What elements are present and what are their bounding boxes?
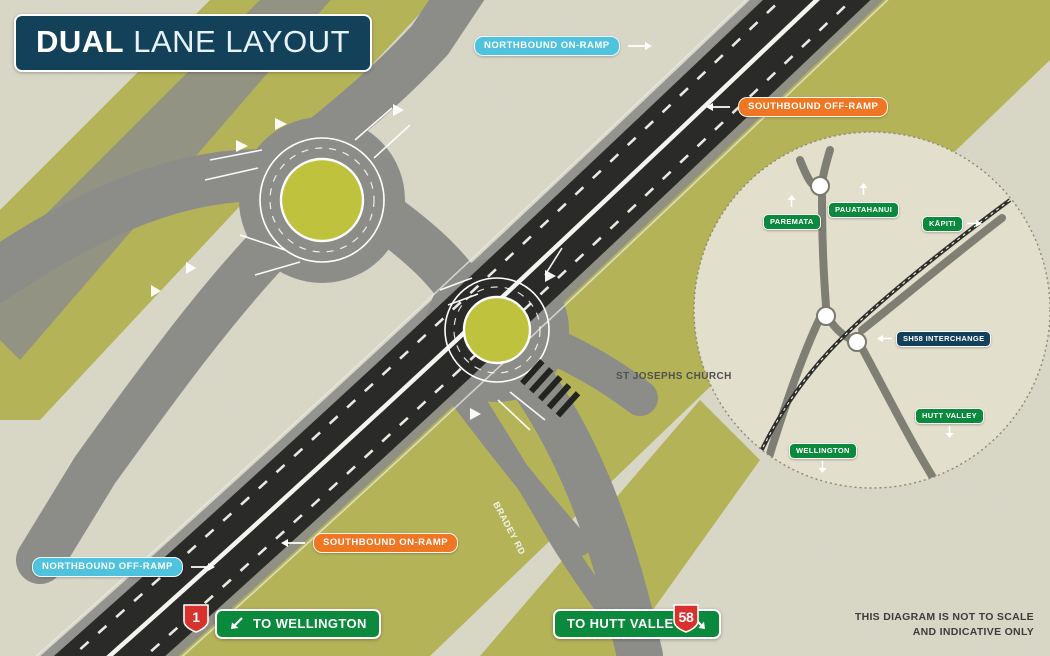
southbound-off-ramp-text: SOUTHBOUND OFF-RAMP	[738, 97, 889, 117]
pauatahanui-text: PAUATAHANUI	[828, 202, 900, 218]
to-wellington-text: TO WELLINGTON	[253, 616, 367, 631]
inset-label-paremata[interactable]: PAREMATA	[763, 195, 821, 230]
northbound-off-ramp-text: NORTHBOUND OFF-RAMP	[32, 557, 183, 577]
title-light: LANE LAYOUT	[124, 24, 351, 59]
roundabout-north	[151, 104, 411, 297]
label-st-josephs-church: ST JOSEPHS CHURCH	[616, 371, 732, 382]
label-northbound-on-ramp[interactable]: NORTHBOUND ON-RAMP	[474, 36, 653, 56]
paremata-text: PAREMATA	[763, 214, 821, 230]
sh58-shield-number: 58	[678, 609, 694, 625]
arrow-down-icon	[944, 425, 955, 443]
inset-label-sh58-interchange[interactable]: SH58 INTERCHANGE	[876, 330, 992, 348]
arrow-right-icon	[966, 215, 983, 233]
zebra-crossing	[520, 359, 581, 418]
bradey-road	[460, 382, 650, 656]
inset-label-wellington[interactable]: WELLINGTON	[789, 443, 857, 478]
arrow-up-icon	[858, 183, 869, 201]
sign-to-wellington[interactable]: TO WELLINGTON	[215, 609, 381, 639]
label-southbound-off-ramp[interactable]: SOUTHBOUND OFF-RAMP	[705, 97, 889, 117]
kapiti-text: KĀPITI	[922, 216, 963, 232]
sh58-shield: 58	[671, 602, 701, 634]
disclaimer-line-1: THIS DIAGRAM IS NOT TO SCALE	[854, 610, 1034, 623]
arrow-right-icon	[627, 40, 653, 52]
sh58-interchange-text: SH58 INTERCHANGE	[896, 331, 992, 347]
title-strong: DUAL	[36, 24, 125, 59]
page-title: DUAL LANE LAYOUT	[14, 14, 373, 72]
to-hutt-valley-text: TO HUTT VALLEY	[567, 616, 683, 631]
arrow-up-icon	[786, 195, 797, 213]
disclaimer-line-2: AND INDICATIVE ONLY	[912, 625, 1034, 638]
sh1-shield: 1	[181, 602, 211, 634]
arrow-left-icon	[705, 101, 731, 113]
southbound-on-ramp-text: SOUTHBOUND ON-RAMP	[313, 533, 459, 553]
label-southbound-on-ramp[interactable]: SOUTHBOUND ON-RAMP	[280, 533, 459, 553]
label-northbound-off-ramp[interactable]: NORTHBOUND OFF-RAMP	[32, 557, 216, 577]
arrow-right-icon	[190, 561, 216, 573]
hutt-valley-text: HUTT VALLEY	[915, 408, 984, 424]
sh1-shield-number: 1	[192, 609, 200, 625]
inset-label-hutt-valley[interactable]: HUTT VALLEY	[915, 408, 984, 443]
wellington-text: WELLINGTON	[789, 443, 857, 459]
disclaimer-note: THIS DIAGRAM IS NOT TO SCALE AND INDICAT…	[855, 610, 1034, 640]
motorway-sh1	[35, 0, 889, 656]
arrow-down-icon	[817, 460, 828, 478]
northbound-on-ramp-text: NORTHBOUND ON-RAMP	[474, 36, 620, 56]
arrow-down-left-icon	[229, 616, 244, 631]
inset-label-pauatahanui[interactable]: PAUATAHANUI	[828, 183, 900, 218]
inset-label-kapiti[interactable]: KĀPITI	[922, 215, 983, 233]
roundabout-south	[439, 247, 581, 431]
arrow-left-icon	[876, 330, 892, 348]
arrow-left-icon	[280, 537, 306, 549]
